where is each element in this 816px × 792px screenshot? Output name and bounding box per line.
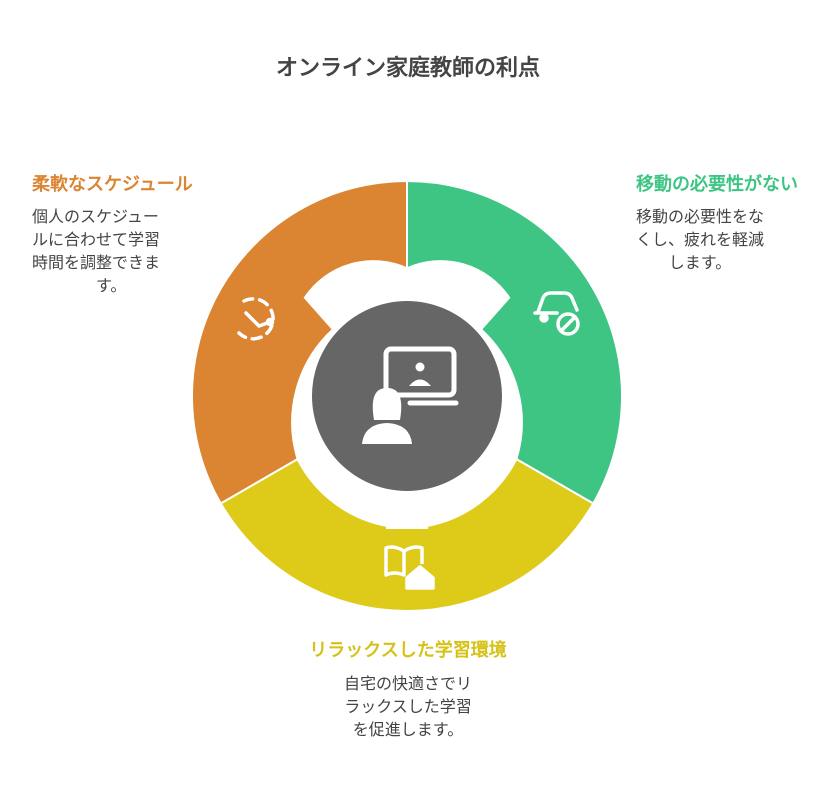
- diagram-title: オンライン家庭教師の利点: [275, 56, 540, 81]
- heading-relaxed-environment: リラックスした学習環境: [309, 640, 507, 661]
- desc-no-commute: 移動の必要性をな くし、疲れを軽減 します。: [610, 205, 790, 274]
- desc-line: 時間を調整できま: [32, 253, 161, 272]
- clock-icon: [237, 297, 275, 341]
- desc-line: 個人のスケジュー: [32, 207, 159, 226]
- desc-line: す。: [96, 276, 127, 295]
- book-home-icon: [384, 545, 435, 590]
- desc-relaxed-environment: 自宅の快適さでリ ラックスした学習 を促進します。: [318, 672, 498, 741]
- desc-line: を促進します。: [352, 720, 464, 739]
- desc-line: ラックスした学習: [344, 697, 472, 716]
- desc-line: ルに合わせて学習: [32, 230, 161, 249]
- segment-relaxed-environment: [219, 457, 595, 612]
- desc-line: 移動の必要性をな: [635, 207, 764, 226]
- heading-flexible-schedule: 柔軟なスケジュール: [32, 174, 193, 195]
- person-with-computer-icon: [362, 346, 459, 444]
- desc-line: 自宅の快適さでリ: [343, 674, 472, 693]
- heading-no-commute: 移動の必要性がない: [636, 174, 798, 195]
- no-car-icon: [533, 291, 580, 336]
- desc-flexible-schedule: 個人のスケジュー ルに合わせて学習 時間を調整できま す。: [32, 205, 202, 297]
- desc-line: します。: [668, 253, 732, 272]
- desc-line: くし、疲れを軽減: [635, 230, 764, 249]
